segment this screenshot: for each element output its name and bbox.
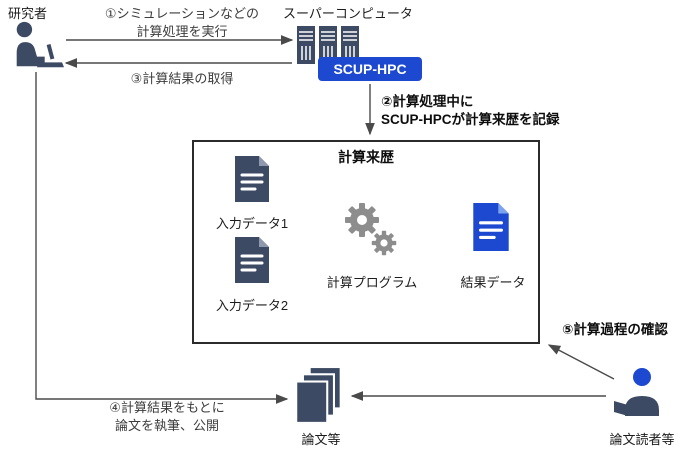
step1-line2: 計算処理を実行 xyxy=(136,24,228,39)
step4-line2: 論文を執筆、公開 xyxy=(114,418,219,433)
step2-line1: ②計算処理中に xyxy=(381,94,474,109)
step1-line1: ①シミュレーションなどの xyxy=(104,6,260,21)
input-data1-document-icon xyxy=(231,155,273,203)
step5-label: ⑤計算過程の確認 xyxy=(562,322,668,337)
step4-line1: ④計算結果をもとに xyxy=(109,400,225,415)
gears-icon xyxy=(338,196,402,262)
researcher-icon xyxy=(8,20,64,70)
input-data1-label: 入力データ1 xyxy=(215,216,289,231)
program-label: 計算プログラム xyxy=(326,275,418,290)
scup-hpc-badge: SCUP-HPC xyxy=(318,57,422,81)
arrow-check-provenance xyxy=(547,344,615,380)
papers-label: 論文等 xyxy=(301,432,341,447)
papers-stack-icon xyxy=(294,366,346,426)
result-document-icon xyxy=(470,202,512,252)
result-data-label: 結果データ xyxy=(460,275,526,290)
provenance-box-title: 計算来歴 xyxy=(338,149,394,165)
step2-line2: SCUP-HPCが計算来歴を記録 xyxy=(381,112,560,127)
input-data2-document-icon xyxy=(231,236,273,284)
supercomputer-icon xyxy=(296,22,362,64)
step3-label: ③計算結果の取得 xyxy=(130,71,234,86)
readers-label: 論文読者等 xyxy=(609,432,675,447)
supercomputer-label: スーパーコンピュータ xyxy=(283,6,413,21)
reader-icon xyxy=(610,364,668,422)
input-data2-label: 入力データ2 xyxy=(215,298,289,313)
researcher-label: 研究者 xyxy=(8,6,48,21)
